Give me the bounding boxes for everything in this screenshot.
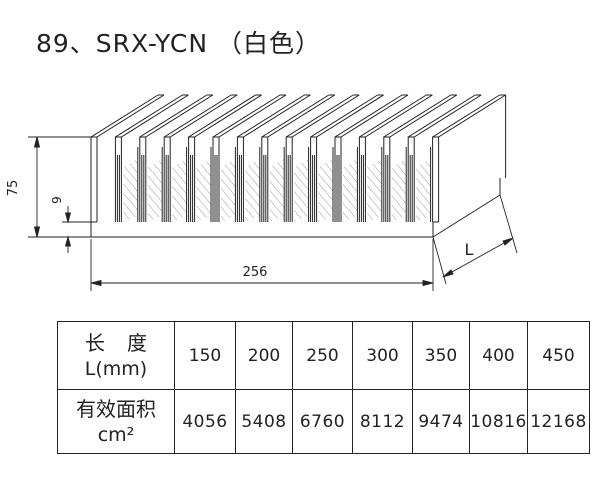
fin-top-edge bbox=[310, 94, 378, 138]
heatsink-drawing: 75 9 256 L bbox=[6, 94, 518, 291]
fin-hatch bbox=[367, 159, 382, 222]
fin-top-edge bbox=[212, 94, 281, 138]
dimension-length-label: L bbox=[465, 240, 474, 259]
length-header-cn: 长度 bbox=[85, 330, 169, 355]
fin bbox=[358, 136, 366, 222]
page-title: 89、SRX-YCN （白色） bbox=[36, 29, 321, 58]
fin-top-edge bbox=[243, 94, 311, 138]
fin-top-edge bbox=[194, 94, 262, 138]
fin-top-edge bbox=[413, 94, 482, 138]
length-cell: 150 bbox=[174, 321, 236, 390]
fin-top-edge bbox=[291, 94, 360, 138]
area-cell: 12168 bbox=[527, 389, 590, 454]
fin bbox=[139, 136, 147, 222]
area-cell: 4056 bbox=[174, 389, 236, 454]
fin-top-edge bbox=[90, 94, 159, 138]
dimension-height bbox=[28, 136, 91, 238]
fin-top-edge bbox=[261, 94, 330, 138]
area-header: 有效面积 cm² bbox=[57, 389, 175, 454]
fin-top-edge bbox=[389, 94, 458, 138]
area-cell: 6760 bbox=[292, 389, 353, 454]
fin-top-edge bbox=[316, 94, 384, 138]
dimension-base bbox=[62, 206, 91, 253]
length-cell: 450 bbox=[527, 321, 590, 390]
area-header-unit: cm² bbox=[97, 423, 135, 446]
base-plate bbox=[90, 178, 501, 238]
area-cell: 8112 bbox=[352, 389, 413, 454]
fin bbox=[334, 136, 342, 222]
fin bbox=[90, 136, 98, 222]
fin-hatch bbox=[147, 159, 162, 222]
fin bbox=[212, 136, 220, 222]
area-header-cn: 有效面积 bbox=[76, 396, 156, 421]
fin-top-edge bbox=[285, 94, 354, 138]
fin bbox=[114, 136, 122, 222]
fin-hatch bbox=[196, 159, 211, 222]
length-cell: 400 bbox=[469, 321, 528, 390]
fin-top-edge bbox=[365, 94, 433, 138]
fin bbox=[383, 136, 391, 222]
length-header: 长度 L(mm) bbox=[57, 321, 175, 390]
fin-top-edge bbox=[145, 94, 214, 138]
fin-hatch bbox=[343, 159, 357, 222]
area-cell: 5408 bbox=[235, 389, 293, 454]
fin bbox=[310, 136, 318, 222]
fin-top-edge bbox=[115, 94, 183, 138]
fin-top-edge bbox=[121, 94, 189, 138]
length-header-unit: L(mm) bbox=[84, 357, 148, 380]
area-cell: 10816 bbox=[469, 389, 528, 454]
fin-hatch bbox=[269, 159, 284, 222]
fin bbox=[188, 136, 196, 222]
fin-top-edge bbox=[432, 94, 500, 138]
fin-top-edge bbox=[359, 94, 427, 138]
fin-top-edge bbox=[340, 94, 409, 138]
fin bbox=[163, 136, 171, 222]
fin-hatch bbox=[416, 159, 431, 222]
fin-top-edge bbox=[267, 94, 336, 138]
fin-array bbox=[90, 94, 507, 223]
dimension-width-label: 256 bbox=[243, 265, 268, 280]
fin-hatch bbox=[391, 159, 406, 222]
fin-top-edge bbox=[407, 94, 476, 138]
fin-top-edge bbox=[163, 94, 232, 138]
length-cell: 200 bbox=[235, 321, 293, 390]
fin-top-edge bbox=[383, 94, 452, 138]
dimension-width bbox=[90, 239, 434, 291]
fin-top-edge bbox=[334, 94, 403, 138]
fin bbox=[261, 136, 269, 222]
table-row-length: 长度 L(mm) 150 200 250 300 350 400 450 bbox=[57, 321, 590, 390]
fin bbox=[407, 136, 415, 222]
length-cell: 350 bbox=[412, 321, 470, 390]
fin bbox=[432, 136, 440, 222]
fin-hatch bbox=[172, 159, 187, 222]
fin-hatch bbox=[245, 159, 260, 222]
fin-top-edge bbox=[139, 94, 208, 138]
fin-hatch bbox=[123, 159, 138, 222]
fin-top-edge bbox=[438, 94, 506, 138]
fin-top-edge bbox=[96, 94, 165, 138]
fin-top-edge bbox=[169, 94, 238, 138]
fin-hatch bbox=[294, 159, 309, 222]
fin-hatch bbox=[318, 159, 333, 222]
dimension-height-label: 75 bbox=[6, 180, 21, 197]
dimension-length bbox=[432, 194, 518, 285]
fin-hatch bbox=[221, 159, 235, 222]
fin bbox=[285, 136, 293, 222]
spec-table: 长度 L(mm) 150 200 250 300 350 400 450 有效面… bbox=[57, 321, 590, 454]
length-cell: 250 bbox=[292, 321, 353, 390]
area-cell: 9474 bbox=[412, 389, 470, 454]
fin-top-edge bbox=[237, 94, 305, 138]
length-cell: 300 bbox=[352, 321, 413, 390]
table-row-area: 有效面积 cm² 4056 5408 6760 8112 9474 10816 … bbox=[57, 389, 590, 454]
fin-top-edge bbox=[188, 94, 256, 138]
fin-top-edge bbox=[218, 94, 287, 138]
fin bbox=[236, 136, 244, 222]
dimension-base-label: 9 bbox=[50, 196, 64, 204]
